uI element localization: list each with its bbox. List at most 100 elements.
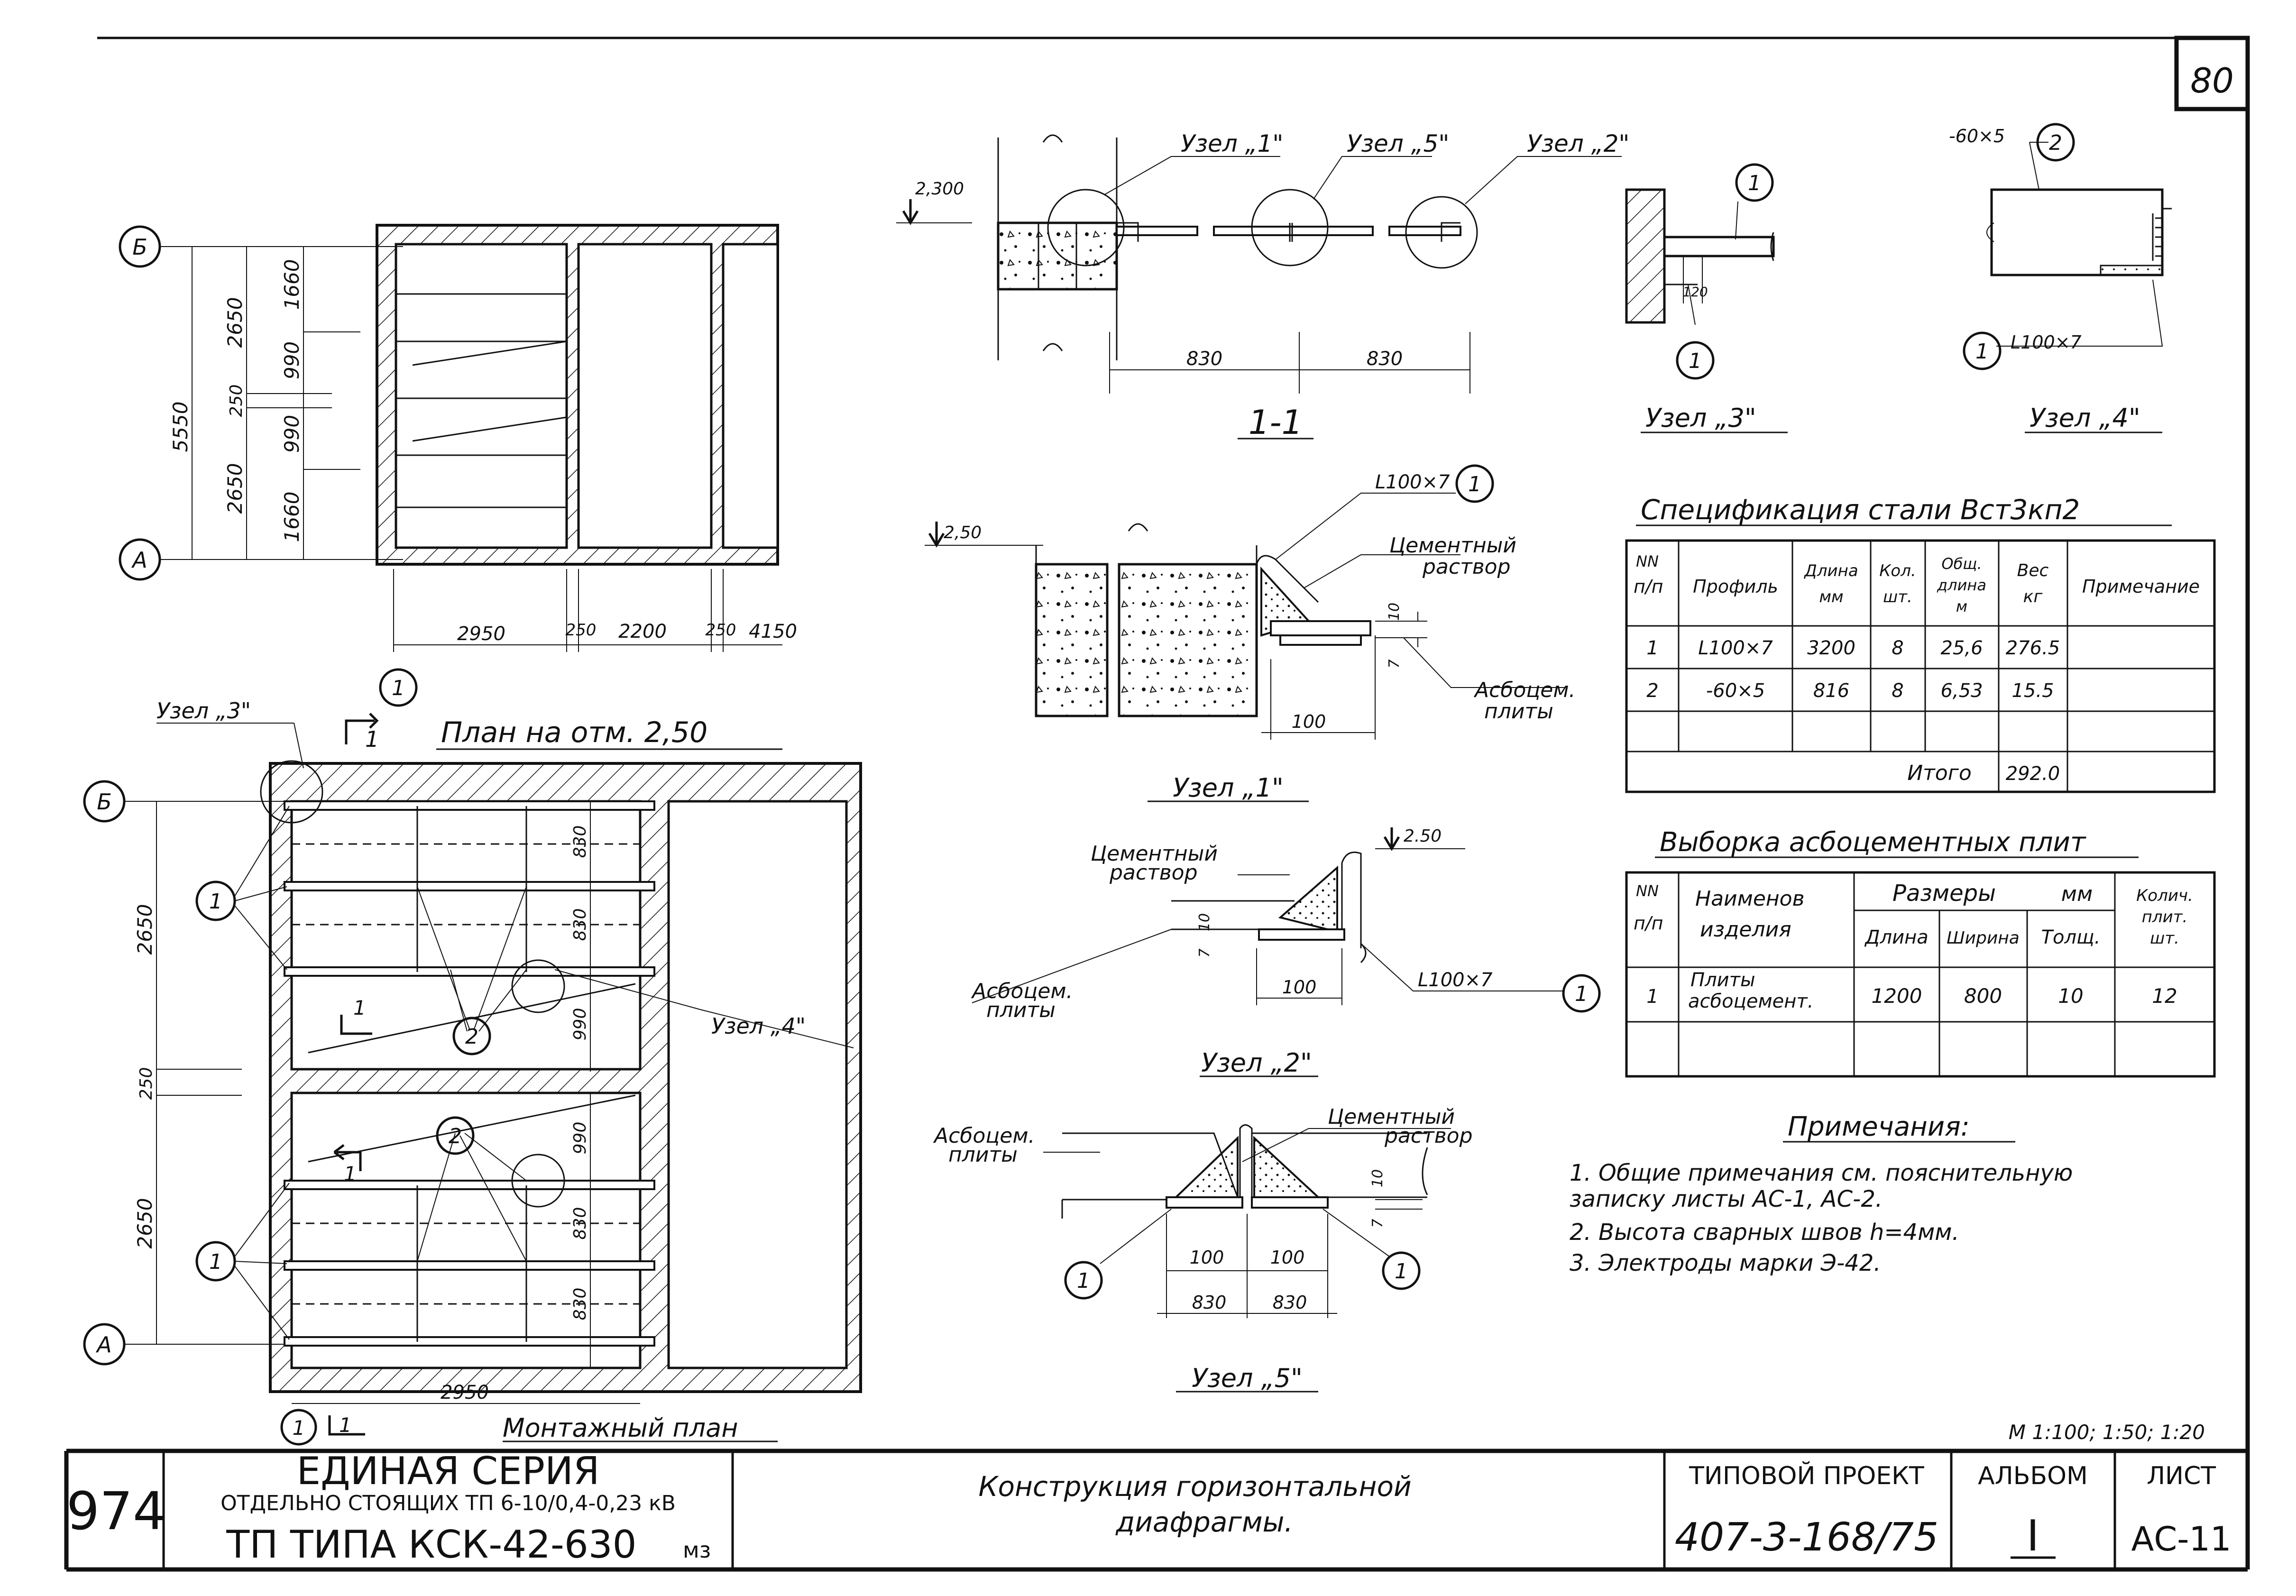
asb-r1-wid: 800 (1964, 984, 2002, 1008)
dim-2200: 2200 (618, 621, 667, 642)
section-node2-label: Узел „2" (1527, 130, 1629, 157)
mount-plan-title: Монтажный план (503, 1413, 738, 1443)
tb-project-value: 407-3-168/75 (1675, 1515, 1938, 1560)
node3-pos-1-bottom (1676, 341, 1715, 380)
node-3 (1625, 188, 1775, 325)
spec-r2-len: 816 (1813, 680, 1849, 702)
asb-r1-qty: 12 (2152, 984, 2177, 1008)
asb-r1-name-1: Плиты (1690, 969, 1755, 991)
pos-2-label-b: 2 (449, 1124, 462, 1148)
dim-830-s1: 830 (1186, 348, 1222, 370)
plan-title: План на отм. 2,50 (441, 716, 707, 749)
node5-cement-1: Цементный (1328, 1105, 1455, 1129)
spec-r1-qty: 8 (1892, 637, 1903, 659)
spec-h-len-1: Длина (1803, 561, 1858, 580)
asb-h-qty-3: шт. (2150, 929, 2179, 948)
pos-1-label-d: 1 (293, 1416, 305, 1440)
dim-830-p5: 830 (570, 1207, 590, 1240)
node5-dim-830a: 830 (1192, 1292, 1227, 1313)
node5-title: Узел „5" (1192, 1363, 1303, 1393)
asb-table (1625, 871, 2216, 1078)
note-1a: 1. Общие примечания см. пояснительную (1570, 1160, 2073, 1186)
spec-r2-nn: 2 (1646, 680, 1658, 702)
spec-h-nn-1: NN (1636, 552, 1659, 570)
dim-250-b: 250 (706, 621, 736, 640)
node1-cement-1: Цементный (1389, 533, 1516, 558)
section-arrow-top-label: 1 (365, 726, 379, 752)
node4-strip-label: -60×5 (1949, 126, 2005, 147)
spec-h-len-2: мм (1819, 587, 1843, 606)
spec-r1-weight: 276.5 (2006, 637, 2060, 659)
tb-code: 974 (66, 1481, 166, 1541)
dim-4150: 4150 (749, 621, 797, 642)
node5-pos-1-left (1064, 1261, 1103, 1300)
axis-b-label-lower: Б (97, 789, 112, 815)
spec-h-nn-2: п/п (1634, 576, 1663, 597)
asb-h-name-2: изделия (1700, 917, 1791, 942)
pos-2-bubble-b (436, 1116, 475, 1155)
node3-title: Узел „3" (1645, 403, 1756, 433)
asb-h-dims-1: Размеры (1892, 880, 1996, 907)
spec-r1-total: 25,6 (1940, 637, 1983, 659)
spec-total-label: Итого (1907, 761, 1972, 785)
node4-angle-label: L100×7 (2011, 332, 2082, 353)
section-arrow-top (345, 713, 379, 744)
dim-990-mid: 990 (280, 415, 303, 453)
dim-1660-bottom: 1660 (280, 492, 303, 542)
node2-dim-100: 100 (1282, 977, 1317, 998)
pos-2-label-a: 2 (465, 1025, 478, 1049)
node2-cement-1: Цементный (1091, 842, 1218, 866)
note-2: 2. Высота сварных швов h=4мм. (1570, 1219, 1959, 1246)
spec-h-total-1: Общ. (1941, 555, 1982, 573)
node4-pos-1-label: 1 (1975, 339, 1989, 364)
node2-pos-1 (1562, 974, 1601, 1013)
tb-title: Конструкция горизонтальной (978, 1470, 1411, 1503)
pos-1-bubble-b (195, 881, 236, 921)
node4-ref-label: Узел „4" (711, 1013, 806, 1039)
spec-h-note: Примечание (2082, 576, 2200, 597)
axis-b-label-top: Б (132, 234, 147, 260)
pos-2-bubble-a (452, 1017, 491, 1055)
node2-cement-2: раствор (1109, 861, 1198, 885)
node5-pos-1-left-label: 1 (1077, 1269, 1090, 1293)
node2-asbest-1: Асбоцем. (971, 979, 1073, 1003)
node1-pos-1-label: 1 (1468, 472, 1481, 496)
section-arrow-mid-label: 1 (353, 996, 366, 1019)
pos-1-bubble-a (379, 668, 418, 707)
tb-album-value: I (2027, 1511, 2039, 1561)
node1-dim-7: 7 (1386, 659, 1403, 668)
tb-album-label: АЛЬБОМ (1978, 1462, 2088, 1490)
dim-830-p6: 830 (570, 1288, 590, 1321)
spec-r1-nn: 1 (1646, 637, 1658, 659)
node3-pos-1-top (1735, 163, 1774, 202)
dim-990-p3: 990 (570, 1008, 590, 1041)
asb-title: Выборка асбоцементных плит (1660, 827, 2086, 858)
asb-h-wid: Ширина (1947, 928, 2020, 948)
section-arrow-low-label: 1 (344, 1162, 357, 1185)
dim-250-a: 250 (566, 621, 597, 640)
section-arrow-low (333, 1144, 362, 1171)
asb-h-dims-2: мм (2061, 882, 2093, 906)
spec-r2-total: 6,53 (1940, 680, 1983, 702)
asb-r1-nn: 1 (1646, 986, 1658, 1008)
spec-r2-qty: 8 (1892, 680, 1903, 702)
asb-h-nn-1: NN (1636, 882, 1659, 900)
node-2 (1171, 827, 1565, 1077)
pos-1-bubble-d (280, 1409, 317, 1446)
node1-pos-1 (1455, 464, 1494, 503)
asb-h-name-1: Наименов (1695, 887, 1805, 911)
tb-sheet-value: АС-11 (2131, 1520, 2231, 1559)
asb-r1-name-2: асбоцемент. (1688, 991, 1813, 1012)
section-arrow-mid (340, 1015, 372, 1035)
node5-pos-1-right (1382, 1251, 1421, 1290)
dim-2950-lower: 2950 (441, 1382, 489, 1403)
tb-series: ЕДИНАЯ СЕРИЯ (297, 1449, 600, 1493)
dim-2650-lower-a: 2650 (133, 904, 156, 955)
mark-2300: 2,300 (915, 179, 964, 199)
node-5 (1043, 1124, 1451, 1393)
node1-mark: 2,50 (944, 523, 982, 542)
spec-total-value: 292.0 (2006, 763, 2060, 785)
node4-pos-1 (1963, 331, 2002, 370)
dim-2650-bottom: 2650 (223, 463, 247, 514)
